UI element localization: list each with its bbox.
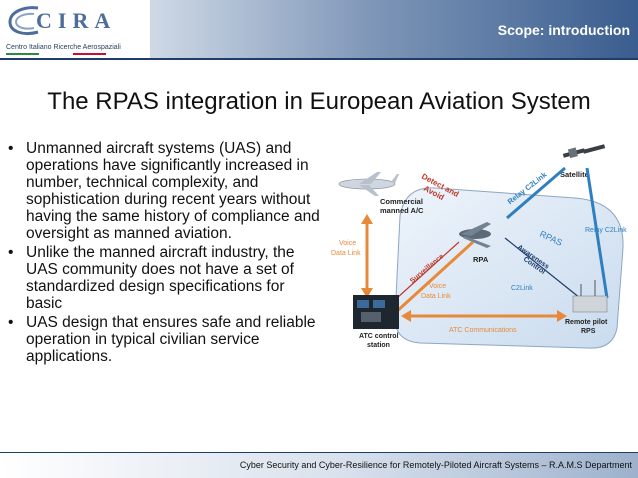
footer: [0, 453, 638, 478]
label-rpa: RPA: [473, 255, 489, 264]
italian-flag-stripe: [6, 53, 106, 55]
logo-text: CIRA: [36, 8, 117, 33]
voice-data-link-2-arrow: [393, 240, 475, 315]
commercial-aircraft-icon: [338, 172, 399, 196]
label-relay-c2link-side: Relay C2Link: [585, 227, 627, 234]
section-title: Scope: introduction: [497, 22, 630, 38]
satellite-icon: [562, 144, 606, 159]
label-data-link-2: Data Link: [421, 293, 451, 300]
bullet-item: • Unmanned aircraft systems (UAS) and op…: [8, 140, 320, 242]
label-data-link: Data Link: [331, 250, 361, 257]
label-voice-2: Voice: [429, 283, 446, 290]
logo: [0, 0, 150, 58]
label-c2link: C2Link: [511, 285, 533, 292]
slide-title: The RPAS integration in European Aviatio…: [47, 88, 591, 115]
rpa-drone-icon: [459, 222, 491, 248]
label-remote-pilot: Remote pilot: [565, 319, 608, 326]
bullet-dot-icon: •: [8, 244, 14, 261]
label-rps: RPS: [581, 328, 596, 335]
logo-subtitle: Centro Italiano Ricerche Aerospaziali: [6, 44, 121, 51]
header-bar: [150, 0, 638, 58]
relay-c2link-arrow: [506, 166, 566, 220]
label-station: station: [367, 342, 390, 349]
rpas-region: [394, 187, 624, 349]
bullet-item: • UAS design that ensures safe and relia…: [8, 314, 316, 365]
bullet-dot-icon: •: [8, 314, 14, 331]
label-manned: manned A/C: [380, 206, 424, 215]
header-divider: [0, 58, 638, 60]
bullet-dot-icon: •: [8, 140, 14, 157]
label-voice: Voice: [339, 240, 356, 247]
footer-text: Cyber Security and Cyber-Resilience for …: [239, 460, 632, 470]
footer-divider: [0, 452, 638, 453]
relay-c2link-right-arrow: [585, 167, 609, 299]
label-atc-communications: ATC Communications: [449, 327, 517, 334]
rpas-diagram: Commercial manned A/C Satellite Relay C2…: [331, 144, 627, 349]
logo-swoosh-icon: [8, 6, 39, 36]
awareness-control-link: [504, 237, 581, 299]
remote-pilot-station-icon: [572, 280, 608, 313]
bullet-list: • Unmanned aircraft systems (UAS) and op…: [8, 140, 322, 367]
surveillance-link: [396, 241, 460, 299]
label-satellite: Satellite: [560, 170, 589, 179]
label-commercial: Commercial: [380, 197, 423, 206]
label-atc-control: ATC control: [359, 333, 399, 340]
bullet-item: • Unlike the manned aircraft industry, t…: [8, 244, 295, 312]
